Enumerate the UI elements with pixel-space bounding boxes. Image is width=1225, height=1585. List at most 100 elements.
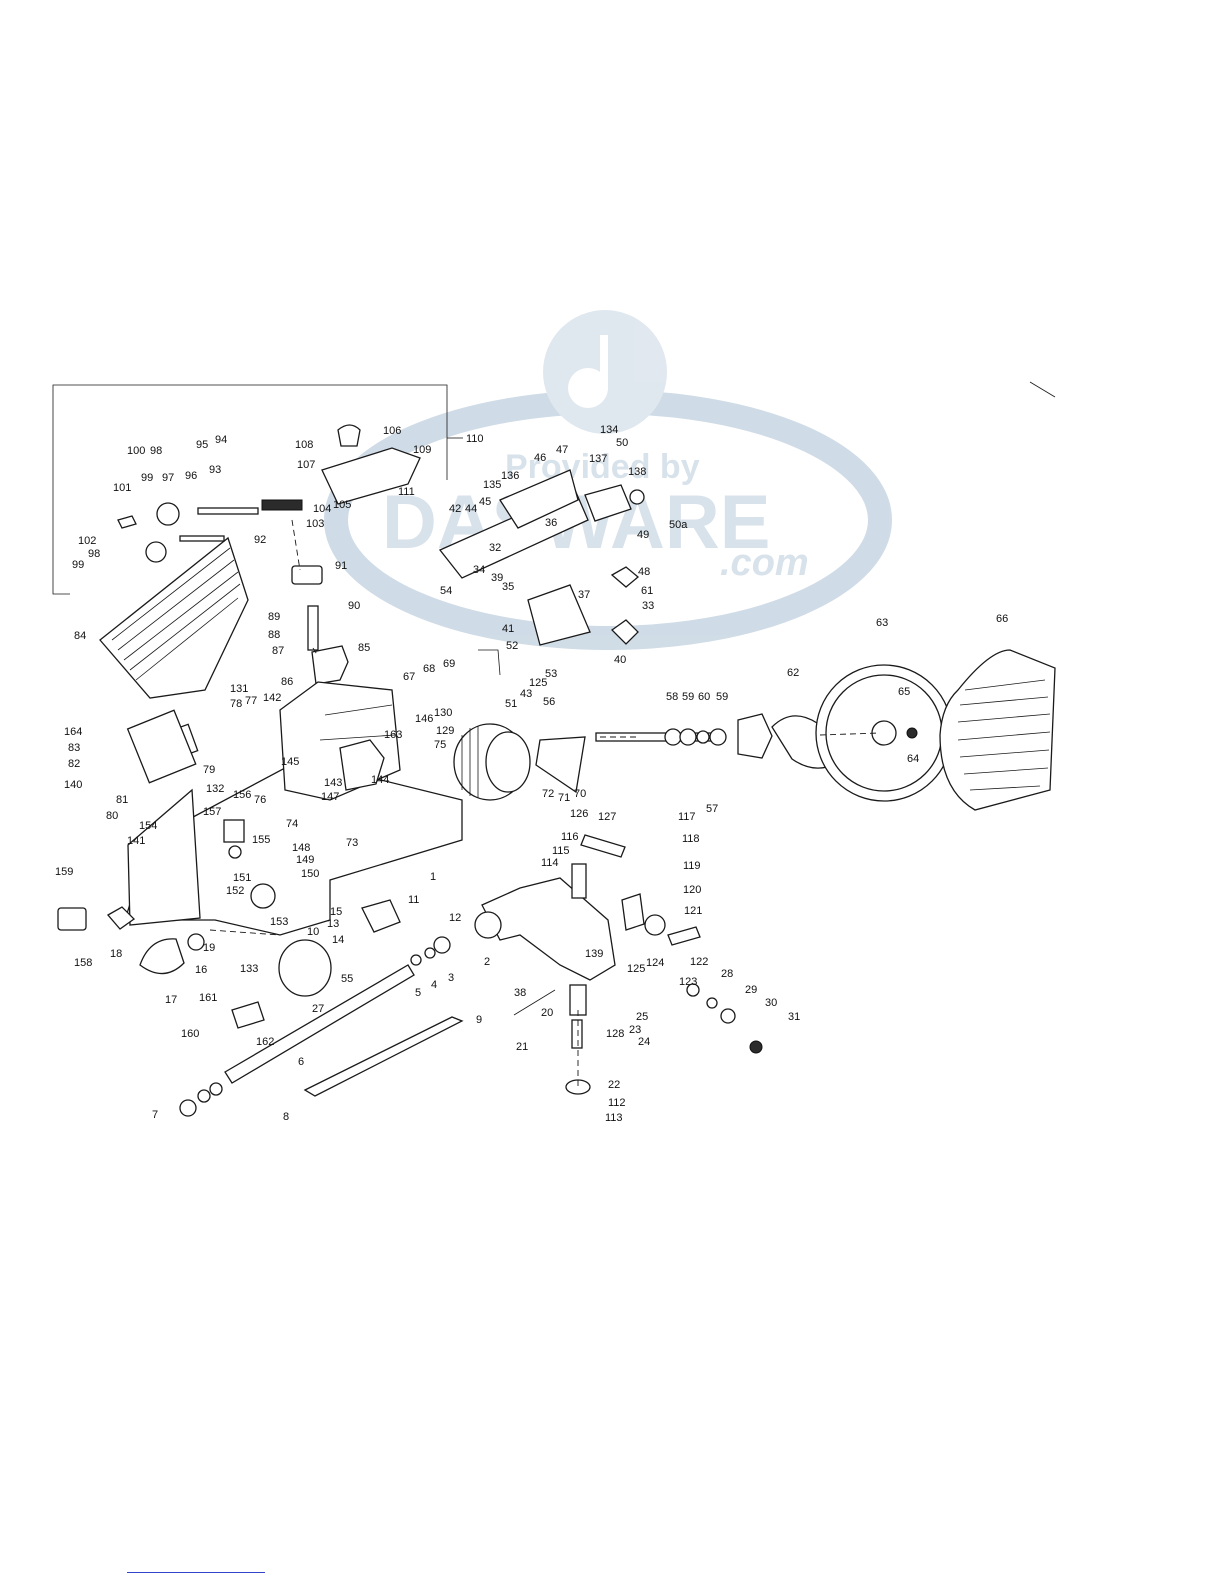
callout-114: 114 xyxy=(541,857,559,869)
callout-113: 113 xyxy=(605,1112,623,1124)
callout-92: 92 xyxy=(254,534,266,546)
motor-blade-assembly xyxy=(453,649,1056,811)
screw-31 xyxy=(749,1040,763,1054)
callout-54: 54 xyxy=(440,585,452,597)
callout-16: 16 xyxy=(195,964,207,976)
callout-61: 61 xyxy=(641,585,653,597)
knob-40 xyxy=(610,619,639,645)
deflector-assembly xyxy=(438,469,645,676)
footer-link-underline[interactable] xyxy=(127,1572,265,1573)
pin-101 xyxy=(117,515,137,529)
group-bracket xyxy=(52,384,448,595)
callout-42: 42 xyxy=(449,503,461,515)
callout-2: 2 xyxy=(484,956,490,968)
callout-29: 29 xyxy=(745,984,757,996)
spring-3 xyxy=(433,936,451,954)
carriage-2 xyxy=(481,877,616,981)
callout-123: 123 xyxy=(679,976,697,988)
callout-149: 149 xyxy=(296,854,314,866)
callout-12: 12 xyxy=(449,912,461,924)
connector-160 xyxy=(231,1001,265,1029)
tube-6 xyxy=(224,964,415,1084)
screw-64 xyxy=(906,727,918,739)
callout-159: 159 xyxy=(55,866,73,878)
callout-5: 5 xyxy=(415,987,421,999)
housing-1 xyxy=(124,759,463,936)
callout-18: 18 xyxy=(110,948,122,960)
callout-154: 154 xyxy=(139,820,157,832)
callout-17: 17 xyxy=(165,994,177,1006)
callout-99: 99 xyxy=(141,472,153,484)
callout-40: 40 xyxy=(614,654,626,666)
callout-34: 34 xyxy=(473,564,485,576)
callout-160: 160 xyxy=(181,1028,199,1040)
callout-148: 148 xyxy=(292,842,310,854)
guard-66 xyxy=(939,649,1056,811)
callout-140: 140 xyxy=(64,779,82,791)
callout-24: 24 xyxy=(638,1036,650,1048)
callout-85: 85 xyxy=(358,642,370,654)
callout-93: 93 xyxy=(209,464,221,476)
callout-72: 72 xyxy=(542,788,554,800)
callout-146: 146 xyxy=(415,713,433,725)
stud-21 xyxy=(571,1019,583,1049)
callout-90: 90 xyxy=(348,600,360,612)
callout-94: 94 xyxy=(215,434,227,446)
callout-141: 141 xyxy=(127,835,145,847)
bracket-46 xyxy=(499,469,579,529)
callout-23: 23 xyxy=(629,1024,641,1036)
callout-67: 67 xyxy=(403,671,415,683)
washer-4b xyxy=(424,947,436,959)
callout-50: 50 xyxy=(616,437,628,449)
callout-41: 41 xyxy=(502,623,514,635)
callout-157: 157 xyxy=(203,806,221,818)
callout-80: 80 xyxy=(106,810,118,822)
callout-134: 134 xyxy=(600,424,618,436)
spacer-60 xyxy=(696,730,710,744)
cover-109 xyxy=(321,447,421,505)
knob-106 xyxy=(337,424,361,447)
cap-138 xyxy=(629,489,645,505)
callout-52: 52 xyxy=(506,640,518,652)
control-panel-141 xyxy=(127,788,201,926)
callout-57: 57 xyxy=(706,803,718,815)
rod-117 xyxy=(580,834,626,858)
belt-56 xyxy=(535,736,586,794)
callout-124: 124 xyxy=(646,957,664,969)
callout-96: 96 xyxy=(185,470,197,482)
callout-152: 152 xyxy=(226,885,244,897)
bolt-114 xyxy=(571,863,587,899)
callout-98b: 98 xyxy=(88,548,100,560)
callout-106: 106 xyxy=(383,425,401,437)
callout-116: 116 xyxy=(561,831,579,843)
callout-130: 130 xyxy=(434,707,452,719)
plate-119 xyxy=(621,893,645,931)
callout-91: 91 xyxy=(335,560,347,572)
callout-7: 7 xyxy=(152,1109,158,1121)
callout-28: 28 xyxy=(721,968,733,980)
callout-74: 74 xyxy=(286,818,298,830)
callout-70: 70 xyxy=(574,788,586,800)
nut-30 xyxy=(720,1008,736,1024)
callout-6: 6 xyxy=(298,1056,304,1068)
callout-100: 100 xyxy=(127,445,145,457)
callout-95: 95 xyxy=(196,439,208,451)
callout-38: 38 xyxy=(514,987,526,999)
callout-36: 36 xyxy=(545,517,557,529)
callout-78: 78 xyxy=(230,698,242,710)
callout-138: 138 xyxy=(628,466,646,478)
callout-77: 77 xyxy=(245,695,257,707)
rod-90 xyxy=(307,605,319,651)
callout-75: 75 xyxy=(434,739,446,751)
base-body xyxy=(124,681,463,936)
callout-136: 136 xyxy=(501,470,519,482)
callout-60: 60 xyxy=(698,691,710,703)
callout-133: 133 xyxy=(240,963,258,975)
callout-153: 153 xyxy=(270,916,288,928)
callout-109: 109 xyxy=(413,444,431,456)
callout-31: 31 xyxy=(788,1011,800,1023)
callout-105: 105 xyxy=(333,499,351,511)
callout-19: 19 xyxy=(203,942,215,954)
